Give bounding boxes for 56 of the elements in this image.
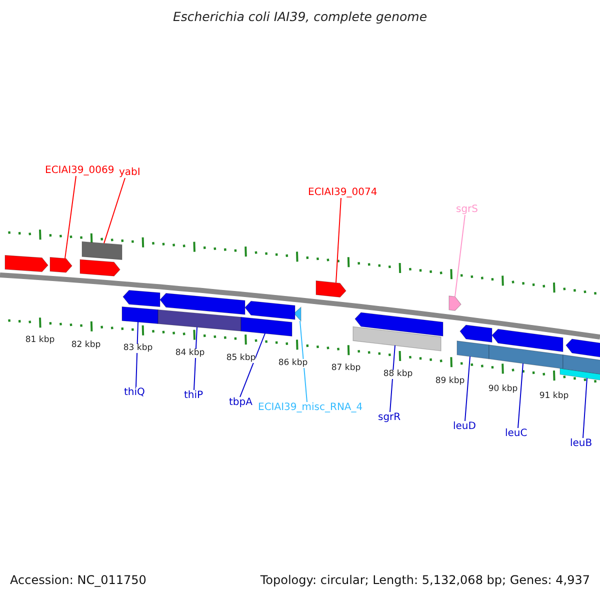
gene-feature (448, 296, 462, 311)
genome-stats: Topology: circular; Length: 5,132,068 bp; Genes: 4,937 (260, 574, 590, 588)
leader-line (582, 378, 588, 438)
gene-label: ECIAI39_0069 (45, 165, 114, 176)
tick-label: 86 kbp (278, 359, 308, 368)
tick-label: 88 kbp (383, 370, 413, 380)
gene-bar (240, 316, 292, 337)
gene-label: ECIAI39_misc_RNA_4 (258, 402, 363, 413)
gene-label: yabI (119, 167, 140, 178)
gene-feature (80, 259, 120, 276)
gene-feature (50, 256, 72, 273)
gene-label: leuD (453, 421, 476, 432)
gene-bar (456, 340, 490, 360)
gene-feature (460, 324, 492, 343)
gene-feature (122, 290, 160, 308)
leader-line (518, 362, 524, 428)
leader-line (336, 198, 342, 284)
tick-label: 84 kbp (175, 349, 205, 358)
tick-label: 91 kbp (539, 392, 569, 402)
gene-bar (158, 309, 242, 332)
leader-line (136, 322, 138, 388)
tick-label: 82 kbp (71, 341, 101, 350)
leader-line (390, 344, 396, 412)
gene-label: tbpA (229, 397, 252, 408)
rna-triangle (294, 306, 302, 322)
accession-note: Accession: NC_011750 (10, 574, 146, 588)
gene-label: leuC (505, 428, 528, 439)
gene-bar (122, 306, 158, 324)
title: Escherichia coli IAI39, complete genome (172, 10, 428, 24)
leader-line (64, 176, 76, 259)
tick-label: 81 kbp (25, 336, 55, 346)
gene-bar (352, 326, 442, 352)
gene-feature (316, 280, 346, 298)
tick-label: 90 kbp (488, 385, 518, 394)
gene-label: thiQ (124, 387, 145, 398)
tick-label: 87 kbp (331, 364, 361, 374)
leader-line (194, 326, 198, 390)
gene-label: sgrR (378, 412, 401, 423)
leader-line (300, 320, 308, 402)
tick-label: 89 kbp (435, 377, 465, 386)
gene-label: ECIAI39_0074 (308, 187, 378, 198)
gene-bar (82, 241, 122, 260)
leader-line (104, 178, 126, 244)
leader-line (464, 356, 470, 422)
gene-feature (354, 312, 444, 336)
gene-label: sgrS (456, 204, 478, 215)
leader-line (240, 333, 266, 398)
leader-line (454, 214, 466, 298)
gene-feature (566, 338, 600, 358)
gene-label: leuB (570, 438, 592, 449)
tick-label: 85 kbp (226, 354, 256, 364)
gene-bar (560, 368, 600, 382)
gene-bar (562, 354, 600, 376)
gene-label: thiP (184, 390, 204, 401)
gene-feature (244, 300, 296, 320)
tick-label: 83 kbp (123, 344, 153, 354)
